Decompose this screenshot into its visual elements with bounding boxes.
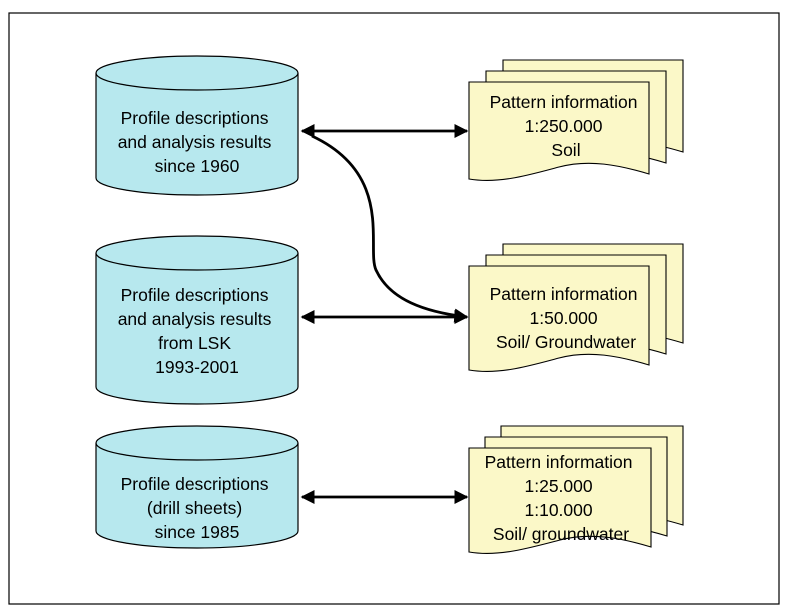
document-label-line: Soil [551,140,580,160]
document-label-line: 1:250.000 [525,116,603,136]
document-label: Pattern information 1:250.000 Soil [490,92,643,160]
cylinder-top [95,55,299,91]
database-label-line: and analysis results [118,309,272,329]
document-label: Pattern information 1:25.000 1:10.000 So… [485,452,638,544]
document-label-line: Soil/ Groundwater [496,332,636,352]
document-page-front [468,81,650,181]
document-label-line: 1:10.000 [525,500,593,520]
document-label-line: Soil/ groundwater [493,524,629,544]
database-label-line: and analysis results [118,132,272,152]
cylinder-top [95,235,299,271]
connector-curve-db1-doc2 [311,134,469,323]
database-label-line: from LSK [158,333,231,353]
database-label-line: 1993-2001 [155,357,239,377]
database-label: Profile descriptions (drill sheets) sinc… [121,474,274,542]
document-label-line: 1:25.000 [525,476,593,496]
database-cylinder-2[interactable]: Profile descriptions and analysis result… [95,235,299,405]
database-label-line: (drill sheets) [147,498,242,518]
document-page-front [468,447,652,554]
document-stack-2[interactable]: Pattern information 1:50.000 Soil/ Groun… [468,243,684,372]
database-label: Profile descriptions and analysis result… [118,285,277,377]
document-stack-3[interactable]: Pattern information 1:25.000 1:10.000 So… [468,425,684,554]
cylinder-top [95,425,299,461]
document-label-line: 1:50.000 [530,308,598,328]
database-label-line: Profile descriptions [121,285,269,305]
document-page-front [468,265,650,372]
document-label-line: Pattern information [490,92,638,112]
database-label-line: Profile descriptions [121,474,269,494]
database-label-line: since 1985 [155,522,240,542]
document-stack-1[interactable]: Pattern information 1:250.000 Soil [468,59,684,181]
database-cylinder-1[interactable]: Profile descriptions and analysis result… [95,55,299,196]
database-cylinder-3[interactable]: Profile descriptions (drill sheets) sinc… [95,425,299,549]
document-label-line: Pattern information [485,452,633,472]
document-label-line: Pattern information [490,284,638,304]
document-label: Pattern information 1:50.000 Soil/ Groun… [490,284,643,352]
cylinder-body [95,253,299,405]
cylinder-body [95,443,299,549]
database-label-line: Profile descriptions [121,108,269,128]
database-label-line: since 1960 [155,156,240,176]
cylinder-body [95,73,299,196]
database-label: Profile descriptions and analysis result… [118,108,277,176]
